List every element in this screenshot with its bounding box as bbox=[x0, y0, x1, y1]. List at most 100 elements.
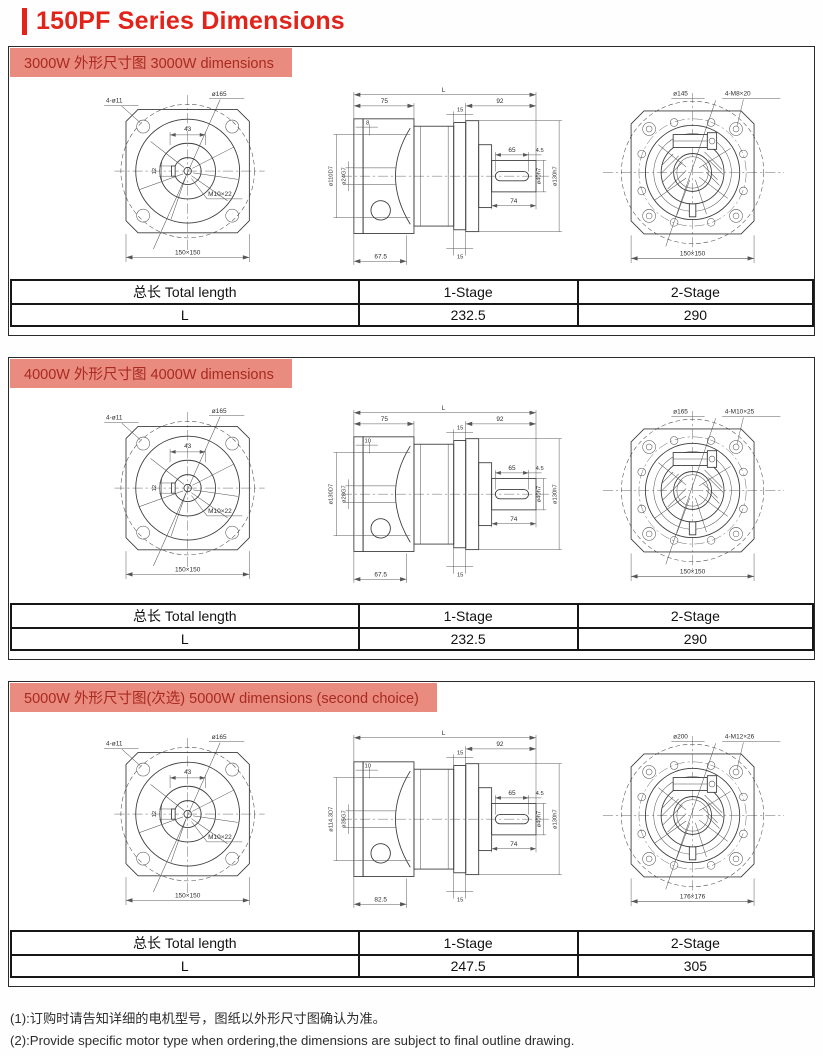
front-tapped-label: M10×22 bbox=[208, 508, 232, 515]
side-shaft-dia-label: ø40h7 bbox=[537, 168, 543, 184]
side-spigot-dia-label: ø130h7 bbox=[552, 809, 558, 829]
table-header-1-stage: 1-Stage bbox=[357, 279, 579, 305]
side-overall-label: L bbox=[442, 405, 446, 412]
panel-header-label: 3000W 外形尺寸图 3000W dimensions bbox=[10, 48, 292, 77]
side-input-shaft-bore-label: ø28G7 bbox=[342, 485, 348, 503]
side-view-drawing: L 92 15 bbox=[329, 730, 562, 908]
side-input-bore-label: ø130D7 bbox=[329, 483, 335, 504]
side-step-bottom-label: 15 bbox=[457, 897, 463, 903]
front-keyway-label: 12 bbox=[152, 810, 158, 816]
side-step-top-label: 15 bbox=[457, 750, 463, 756]
front-hub-width-label: 43 bbox=[184, 769, 192, 776]
front-tapped-label: M10×22 bbox=[208, 191, 232, 198]
side-key-length-label: 65 bbox=[508, 147, 516, 154]
table-header-total-length: 总长 Total length bbox=[10, 930, 360, 956]
side-shaft-dia-label: ø40h7 bbox=[537, 811, 543, 827]
page-title-row: 150PF Series Dimensions bbox=[22, 7, 823, 36]
drawing-row: 4-ø11 ø165 43 12 M10×22 bbox=[9, 712, 814, 928]
rear-view-drawing: ø145 4-M8×20 150×150 bbox=[602, 91, 785, 264]
rear-view-drawing: ø200 4-M12×26 176×176 bbox=[602, 734, 785, 907]
front-view-drawing: 4-ø11 ø165 43 12 M10×22 bbox=[104, 90, 265, 262]
dimension-panel-3: 5000W 外形尺寸图(次选) 5000W dimensions (second… bbox=[8, 681, 815, 987]
side-view-drawing: L 75 92 15 bbox=[329, 87, 562, 265]
side-shaft-dia-label: ø40h7 bbox=[537, 485, 543, 501]
drawing-row: 4-ø11 ø165 43 12 M10×22 bbox=[9, 388, 814, 601]
front-flange-size-label: 150×150 bbox=[175, 892, 201, 899]
side-key-end-label: 4.5 bbox=[536, 148, 544, 154]
side-key-end-label: 4.5 bbox=[536, 466, 544, 472]
footnote-en: (2):Provide specific motor type when ord… bbox=[10, 1033, 575, 1049]
table-cell-2-stage: 305 bbox=[576, 954, 815, 978]
side-step-top-label: 15 bbox=[457, 107, 463, 113]
rear-bolt-dim-label: 4-M8×20 bbox=[725, 91, 751, 98]
total-length-table: 总长 Total length 1-Stage 2-Stage L 232.5 … bbox=[10, 279, 815, 327]
table-cell-1-stage: 247.5 bbox=[357, 954, 579, 978]
rear-pilot-dim-label: ø200 bbox=[673, 734, 688, 741]
front-bolt-dim-label: 4-ø11 bbox=[106, 414, 123, 421]
side-bottom-length-label: 67.5 bbox=[374, 571, 387, 578]
table-row: L 247.5 305 bbox=[10, 954, 815, 978]
front-keyway-label: 12 bbox=[152, 485, 158, 491]
side-plate-depth-label: 8 bbox=[366, 120, 369, 126]
side-key-length-label: 65 bbox=[508, 465, 516, 472]
side-shaft-length-label: 74 bbox=[510, 841, 518, 848]
footnotes: (1):订购时请告知详细的电机型号，图纸以外形尺寸图确认为准。 (2):Prov… bbox=[10, 1008, 823, 1053]
rear-flange-size-label: 176×176 bbox=[680, 894, 706, 901]
side-view-drawing: L 75 92 15 bbox=[329, 405, 562, 583]
footnote-cn: (1):订购时请告知详细的电机型号，图纸以外形尺寸图确认为准。 bbox=[10, 1011, 386, 1026]
side-plate-depth-label: 10 bbox=[365, 438, 371, 444]
side-shaft-length-label: 74 bbox=[510, 515, 518, 522]
side-overall-label: L bbox=[442, 87, 446, 94]
table-header-2-stage: 2-Stage bbox=[576, 930, 815, 956]
front-pilot-dim-label: ø165 bbox=[212, 733, 227, 740]
side-rear-length-label: 92 bbox=[496, 98, 504, 105]
front-pilot-dim-label: ø165 bbox=[212, 408, 227, 415]
front-keyway-label: 12 bbox=[152, 167, 158, 173]
side-front-length-dim: 75 bbox=[353, 416, 415, 437]
front-flange-size-label: 150×150 bbox=[175, 567, 201, 574]
total-length-table: 总长 Total length 1-Stage 2-Stage L 247.5 … bbox=[10, 930, 815, 978]
table-header-1-stage: 1-Stage bbox=[357, 930, 579, 956]
rear-flange-size-label: 150×150 bbox=[680, 568, 706, 575]
panel-header-label: 4000W 外形尺寸图 4000W dimensions bbox=[10, 359, 292, 388]
table-cell-2-stage: 290 bbox=[576, 303, 815, 327]
front-hub-width-label: 43 bbox=[184, 443, 192, 450]
front-view-drawing: 4-ø11 ø165 43 12 M10×22 bbox=[104, 408, 265, 579]
table-cell-symbol: L bbox=[10, 303, 360, 327]
rear-pilot-dim-label: ø145 bbox=[673, 91, 688, 98]
panels-container: 3000W 外形尺寸图 3000W dimensions bbox=[0, 46, 823, 987]
front-bolt-dim-label: 4-ø11 bbox=[106, 97, 123, 104]
rear-pilot-dim-label: ø165 bbox=[673, 408, 688, 415]
side-step-bottom-label: 15 bbox=[457, 572, 463, 578]
side-front-length-dim: 75 bbox=[353, 98, 415, 119]
page-title: 150PF Series Dimensions bbox=[36, 7, 345, 35]
dimension-panel-1: 3000W 外形尺寸图 3000W dimensions bbox=[8, 46, 815, 336]
table-header-2-stage: 2-Stage bbox=[576, 279, 815, 305]
table-cell-2-stage: 290 bbox=[576, 627, 815, 651]
side-rear-length-label: 92 bbox=[496, 741, 504, 748]
side-input-bore-label: ø110D7 bbox=[329, 166, 335, 186]
front-view-drawing: 4-ø11 ø165 43 12 M10×22 bbox=[104, 733, 265, 905]
table-cell-symbol: L bbox=[10, 627, 360, 651]
table-header-1-stage: 1-Stage bbox=[357, 603, 579, 629]
table-header-total-length: 总长 Total length bbox=[10, 279, 360, 305]
side-key-length-label: 65 bbox=[508, 790, 516, 797]
side-input-bore-label: ø114.3D7 bbox=[329, 807, 335, 832]
table-header-2-stage: 2-Stage bbox=[576, 603, 815, 629]
side-shaft-length-label: 74 bbox=[510, 198, 518, 205]
title-accent-bar bbox=[22, 8, 27, 35]
drawing-row: 4-ø11 ø165 43 12 M10×22 bbox=[9, 77, 814, 277]
table-header-total-length: 总长 Total length bbox=[10, 603, 360, 629]
side-bottom-length-label: 67.5 bbox=[374, 253, 387, 260]
svg-text:75: 75 bbox=[381, 98, 389, 105]
front-tapped-label: M10×22 bbox=[208, 834, 232, 841]
side-key-end-label: 4.5 bbox=[536, 791, 544, 797]
front-bolt-dim-label: 4-ø11 bbox=[106, 740, 123, 747]
rear-flange-size-label: 150×150 bbox=[680, 251, 706, 258]
table-row: L 232.5 290 bbox=[10, 627, 815, 651]
side-overall-label: L bbox=[442, 730, 446, 737]
table-cell-1-stage: 232.5 bbox=[357, 627, 579, 651]
side-rear-length-label: 92 bbox=[496, 416, 504, 423]
table-cell-1-stage: 232.5 bbox=[357, 303, 579, 327]
side-spigot-dia-label: ø130h7 bbox=[552, 484, 558, 504]
